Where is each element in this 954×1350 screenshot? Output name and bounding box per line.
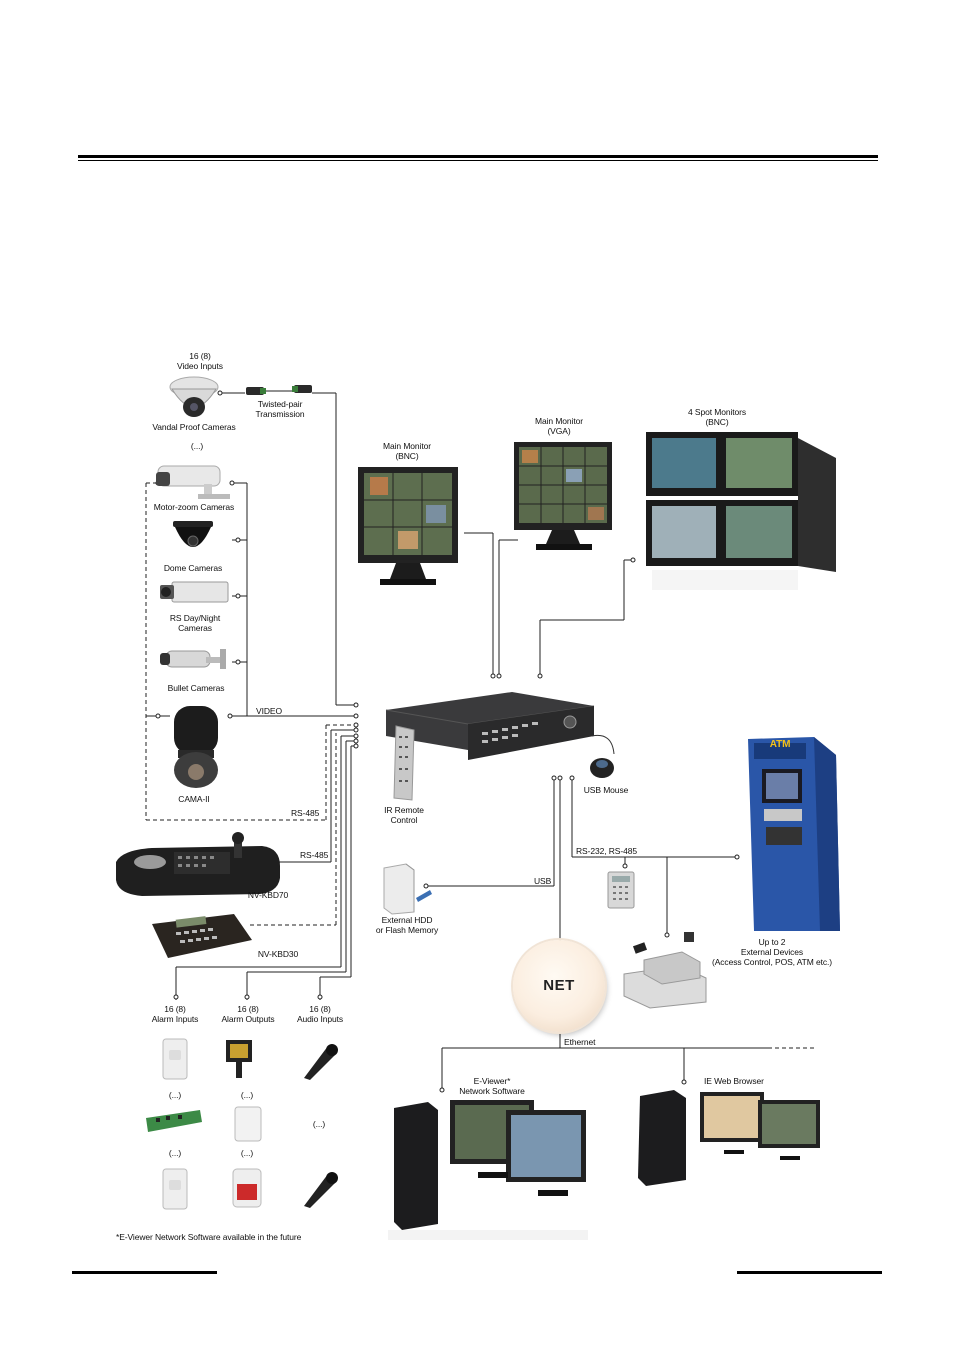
bullet-cameras-label: Bullet Cameras (154, 683, 238, 693)
cama-ii-camera-icon (168, 704, 224, 788)
ir-remote-icon (390, 724, 420, 804)
motor-zoom-cameras-label: Motor-zoom Cameras (142, 502, 246, 512)
video-line-label: VIDEO (256, 706, 282, 716)
ie-web-browser-label: IE Web Browser (704, 1076, 764, 1086)
rs485-label-1: RS-485 (291, 808, 319, 818)
motor-zoom-camera-icon (154, 460, 236, 500)
ir-remote-label: IR Remote Control (374, 805, 434, 825)
ethernet-label: Ethernet (564, 1037, 595, 1047)
ellipsis-label: (...) (232, 1148, 262, 1158)
motion-sensor-icon (160, 1036, 190, 1082)
strobe-siren-icon (230, 1166, 264, 1210)
rs485-label-2: RS-485 (300, 850, 328, 860)
net-globe: NET (513, 940, 605, 1032)
main-monitor-bnc-icon (356, 465, 462, 589)
rs-day-night-cameras-label: RS Day/Night Cameras (152, 613, 238, 633)
usb-mouse-icon (586, 734, 620, 782)
camera-ellipsis-label: (...) (180, 441, 214, 451)
twisted-pair-icon (245, 385, 267, 397)
ellipsis-label: (...) (160, 1090, 190, 1100)
box-camera-icon (158, 580, 230, 608)
ellipsis-label: (...) (232, 1090, 262, 1100)
spot-monitors-label: 4 Spot Monitors (BNC) (672, 407, 762, 427)
e-viewer-label: E-Viewer* Network Software (452, 1076, 532, 1096)
nv-kbd70-label: NV-KBD70 (238, 890, 298, 900)
siren-light-icon (222, 1036, 264, 1082)
ellipsis-label: (...) (304, 1119, 334, 1129)
dome-cameras-label: Dome Cameras (152, 563, 234, 573)
spot-monitors-icon (644, 430, 840, 596)
main-monitor-vga-icon (512, 440, 616, 556)
rs232-line-label: RS-232, RS-485 (576, 846, 637, 856)
usb-mouse-label: USB Mouse (576, 785, 636, 795)
motion-sensor-icon (160, 1166, 190, 1212)
footer-rule-left (72, 1271, 217, 1274)
audio-inputs-label: 16 (8) Audio Inputs (288, 1004, 352, 1024)
vandal-proof-camera-icon (168, 375, 220, 421)
nv-kbd70-keyboard-icon (112, 832, 282, 898)
ellipsis-label: (...) (160, 1148, 190, 1158)
pos-register-icon (620, 930, 710, 1010)
detector-icon (232, 1104, 264, 1144)
twisted-pair-label: Twisted-pair Transmission (246, 399, 314, 419)
net-label: NET (513, 977, 605, 994)
e-viewer-pc-icon (388, 1094, 588, 1240)
bullet-camera-icon (158, 645, 232, 679)
usb-line-label: USB (534, 876, 551, 886)
alarm-outputs-label: 16 (8) Alarm Outputs (214, 1004, 282, 1024)
main-monitor-bnc-label: Main Monitor (BNC) (366, 441, 448, 461)
video-inputs-label: 16 (8) Video Inputs (160, 351, 240, 371)
atm-machine-icon (744, 735, 844, 935)
ie-browser-pc-icon (634, 1084, 824, 1188)
main-monitor-vga-label: Main Monitor (VGA) (518, 416, 600, 436)
microphone-icon (300, 1168, 340, 1212)
alarm-board-icon (144, 1108, 204, 1136)
dome-camera-icon (170, 519, 216, 561)
external-hdd-icon (378, 862, 432, 916)
access-control-keypad-icon (604, 868, 638, 912)
external-devices-label: Up to 2 External Devices (Access Control… (706, 937, 838, 967)
alarm-inputs-label: 16 (8) Alarm Inputs (142, 1004, 208, 1024)
atm-sign-label: ATM (758, 740, 802, 750)
vandal-proof-cameras-label: Vandal Proof Cameras (144, 422, 244, 432)
microphone-icon (300, 1040, 340, 1084)
nv-kbd30-label: NV-KBD30 (248, 949, 308, 959)
twisted-pair-icon (291, 383, 313, 395)
footnote: *E-Viewer Network Software available in … (116, 1232, 301, 1242)
nv-kbd30-keyboard-icon (150, 910, 254, 962)
cama-ii-label: CAMA-II (164, 794, 224, 804)
footer-rule-right (737, 1271, 882, 1274)
external-hdd-label: External HDD or Flash Memory (366, 915, 448, 935)
